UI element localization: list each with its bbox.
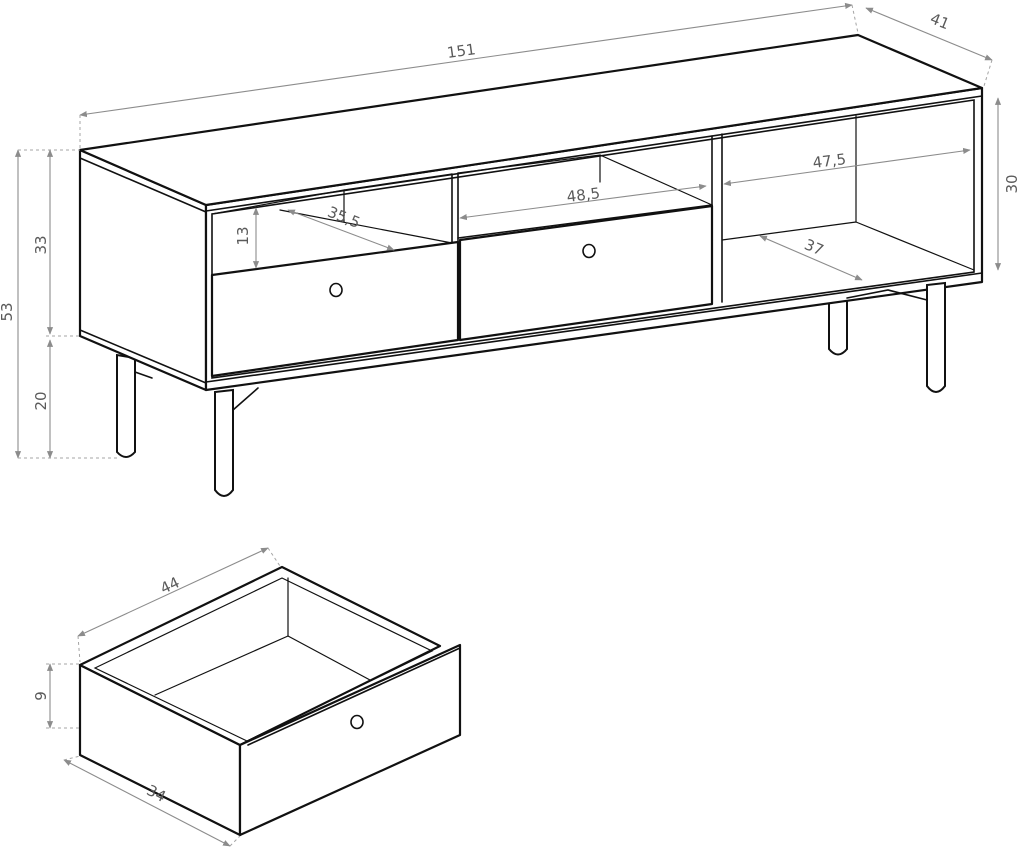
label-leg-height: 20 (32, 391, 50, 410)
back-legs (116, 296, 848, 458)
ext-drawer-width-right (267, 547, 281, 567)
left-niche-back-top (343, 173, 453, 191)
label-drawer-height: 9 (32, 691, 50, 701)
dim-line-right-width (723, 147, 971, 187)
right-niche-floor-depth (855, 221, 975, 271)
right-niche-floor-back (721, 221, 857, 241)
drawer-front-panel (238, 643, 462, 837)
bracket-left-back (134, 371, 153, 379)
dim-line-depth (865, 7, 993, 61)
drawer-front-thickness (247, 647, 461, 746)
drawer-front-left (210, 240, 460, 378)
dim-line-right-depth (759, 235, 863, 281)
drawer-floor-right (287, 635, 371, 681)
drawer-knob (350, 714, 364, 730)
front-leg-right (926, 281, 946, 393)
top-side-thickness-line (79, 157, 207, 213)
dim-line-drawer-width (77, 547, 269, 637)
dim-line-left-niche-depth (287, 209, 395, 251)
dimension-lines (14, 2, 1002, 847)
label-drawer-width: 44 (157, 573, 182, 597)
bracket-left (232, 387, 259, 411)
label-body-height: 33 (32, 235, 50, 254)
bottom-board-line (205, 272, 983, 383)
label-total-height: 53 (0, 302, 16, 321)
drawer-knob-left (329, 282, 343, 298)
dim-line-total-width (79, 2, 853, 118)
ext-total-width-right (851, 4, 859, 34)
label-right-niche-width: 47,5 (812, 150, 847, 172)
dim-line-drawer-depth (63, 759, 231, 847)
side-bottom-line (79, 329, 207, 384)
ext-drawer-depth-left (63, 755, 81, 761)
drawer-knob-middle (582, 243, 596, 259)
back-leg-right (828, 296, 848, 356)
label-depth: 41 (928, 9, 952, 33)
ext-drawer-depth-right (229, 835, 241, 847)
bracket-right (846, 289, 928, 301)
back-leg-left (116, 353, 136, 458)
label-middle-niche-width: 48,5 (566, 184, 601, 206)
ext-drawer-width-left (77, 635, 81, 663)
tv-cabinet (78, 33, 984, 497)
dim-line-middle-width (459, 183, 707, 221)
label-right-niche-height: 30 (1003, 174, 1020, 193)
ext-depth (983, 59, 993, 87)
label-total-width: 151 (446, 40, 477, 62)
front-leg-left (214, 388, 234, 497)
drawer-floor-left (154, 635, 289, 696)
front-legs (134, 281, 946, 497)
drawer-fronts (210, 204, 714, 378)
drawer-detail (78, 565, 462, 837)
label-inner-shelf-height: 13 (234, 226, 252, 245)
